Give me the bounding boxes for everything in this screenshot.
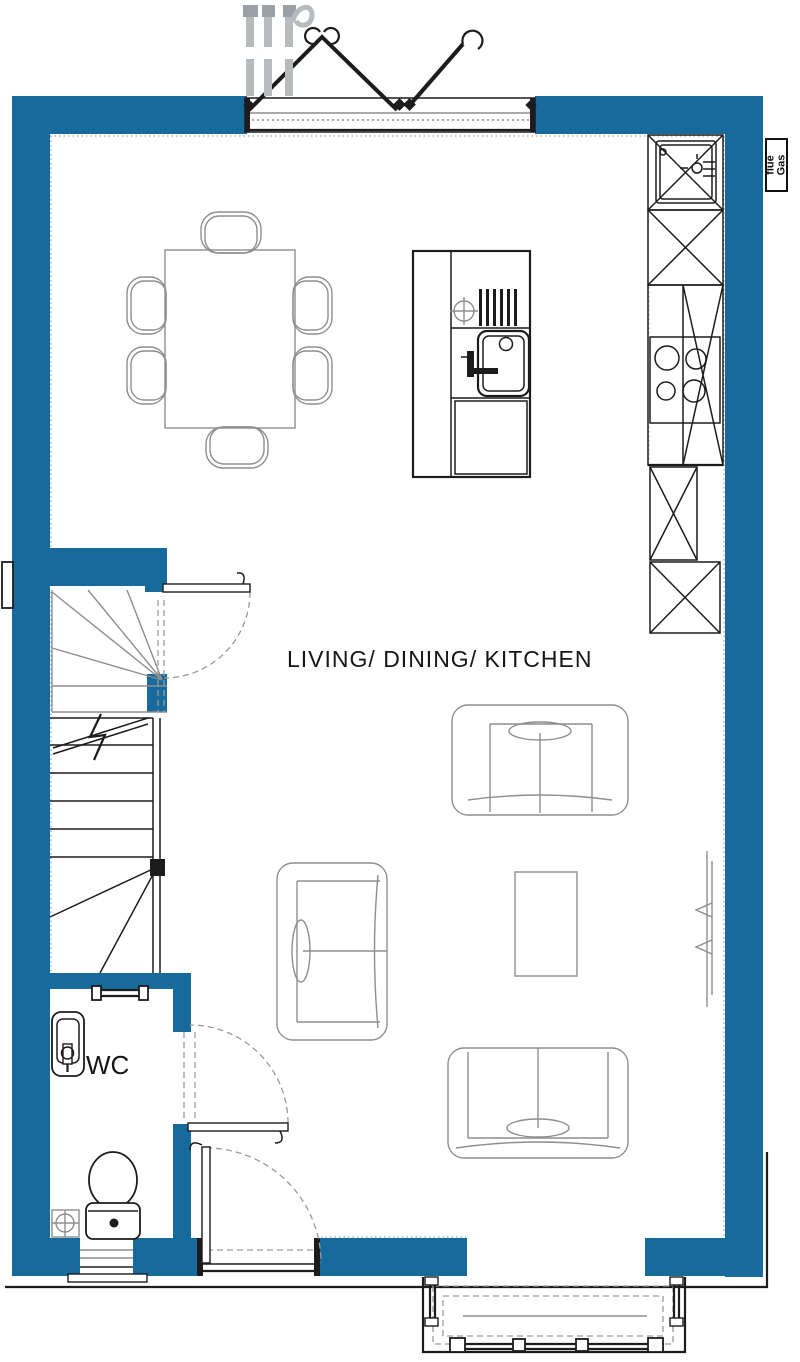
sofa-bottom (447, 1047, 629, 1159)
bifold-door (243, 26, 537, 133)
meter-box (1, 561, 14, 609)
wc-label: WC (86, 1050, 130, 1080)
dining-chairs (126, 211, 333, 469)
rainwater-pipes (243, 5, 315, 96)
room-label: LIVING/ DINING/ KITCHEN (287, 646, 593, 672)
sofa-left (276, 862, 388, 1041)
dining-table (164, 249, 296, 429)
flue-gas-box: flue Gas (765, 138, 788, 192)
stair-break-icon (88, 713, 107, 761)
drainer-bars (479, 289, 517, 326)
dining-chair (200, 211, 262, 254)
entrance-door (189, 1142, 322, 1276)
gas-label: Gas (775, 154, 788, 176)
dining-chair (205, 426, 269, 469)
kitchen-run (647, 134, 724, 634)
hob-unit (647, 284, 724, 466)
island-unit (411, 249, 532, 479)
ground-line (5, 1152, 769, 1289)
dining-chair (126, 346, 167, 405)
flue-gas-label: flue Gas (765, 154, 788, 176)
rear-window (67, 1238, 148, 1283)
toilet-symbol (85, 1151, 141, 1240)
dining-chair (126, 276, 167, 335)
island-sink (461, 329, 531, 398)
walls (12, 96, 763, 1277)
tv-symbol (694, 851, 713, 1007)
radiator-symbol (91, 985, 149, 1001)
patio-railing (421, 1276, 687, 1354)
basin-symbol (51, 1011, 85, 1077)
stair-door (157, 572, 251, 712)
kitchen-sink-unit (647, 134, 724, 211)
tall-unit (649, 466, 698, 561)
drain-crosshair-icon (450, 297, 478, 325)
wc-door (183, 1024, 289, 1144)
kitchen-base-unit (647, 209, 724, 286)
appliance-unit (649, 561, 721, 634)
stairs (49, 589, 167, 974)
wall-face-lines (50, 135, 725, 1238)
svp-crosshair-icon (51, 1209, 80, 1238)
sofa-top (451, 704, 629, 816)
dining-chair (292, 276, 333, 335)
coffee-table (514, 871, 578, 977)
dining-chair (292, 346, 333, 405)
